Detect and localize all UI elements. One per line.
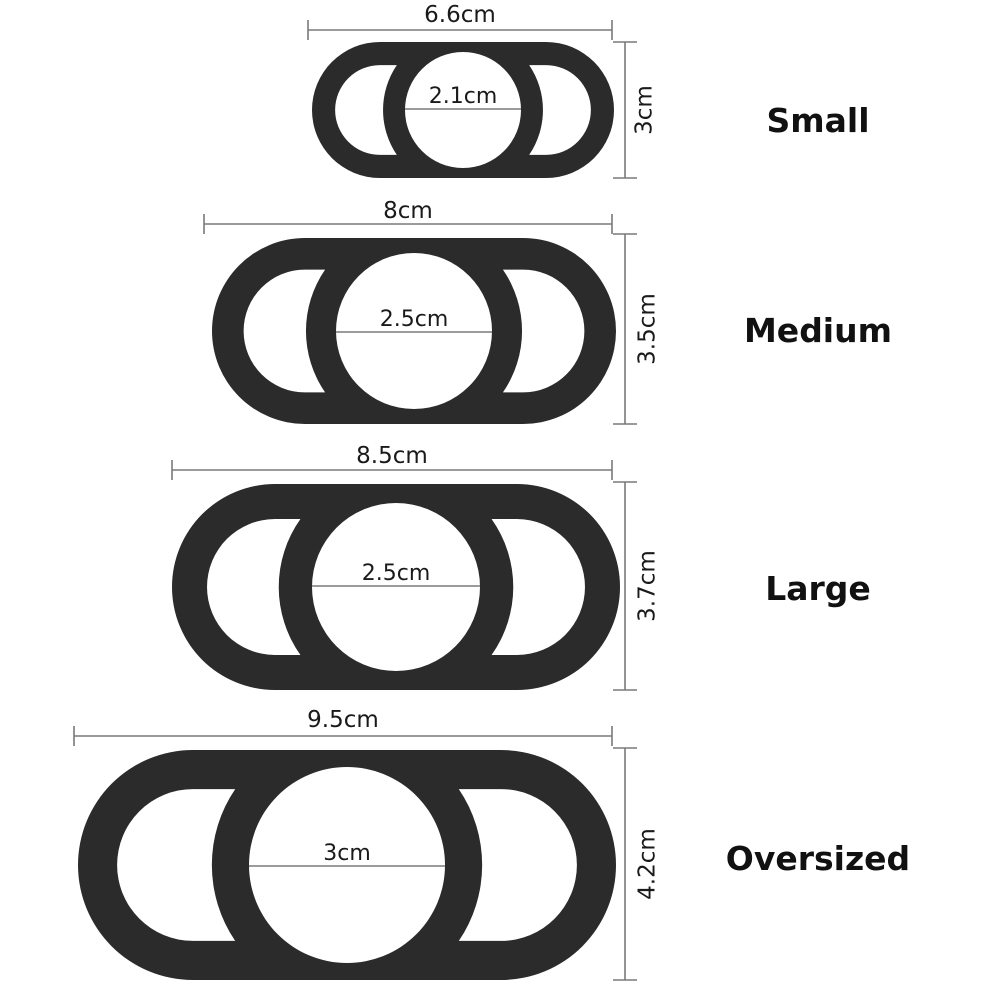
width-label: 6.6cm [424,2,496,28]
size-row-medium: 2.5cm 8cm 3.5cm Medium [203,198,892,425]
ring-image [212,238,616,424]
width-label: 8cm [383,198,433,224]
inner-diameter-label: 2.1cm [429,84,498,109]
size-name-label: Medium [744,311,892,350]
width-label: 8.5cm [356,443,428,469]
height-label: 3.7cm [635,550,661,622]
inner-diameter-label: 3cm [323,841,371,866]
ring-image [312,42,614,178]
width-label: 9.5cm [307,707,379,733]
ring-image [78,750,616,980]
height-label: 3cm [632,85,658,135]
height-label: 3.5cm [635,293,661,365]
size-row-small: 2.1cm 6.6cm 3cm Small [307,2,870,179]
size-row-large: 2.5cm 8.5cm 3.7cm Large [171,443,871,691]
size-name-label: Oversized [726,839,910,878]
size-name-label: Small [766,101,869,140]
inner-diameter-label: 2.5cm [380,307,449,332]
size-name-label: Large [765,569,871,608]
height-label: 4.2cm [635,828,661,900]
ring-image [172,484,620,690]
inner-diameter-label: 2.5cm [362,561,431,586]
size-row-oversized: 3cm 9.5cm 4.2cm Oversized [73,707,910,981]
